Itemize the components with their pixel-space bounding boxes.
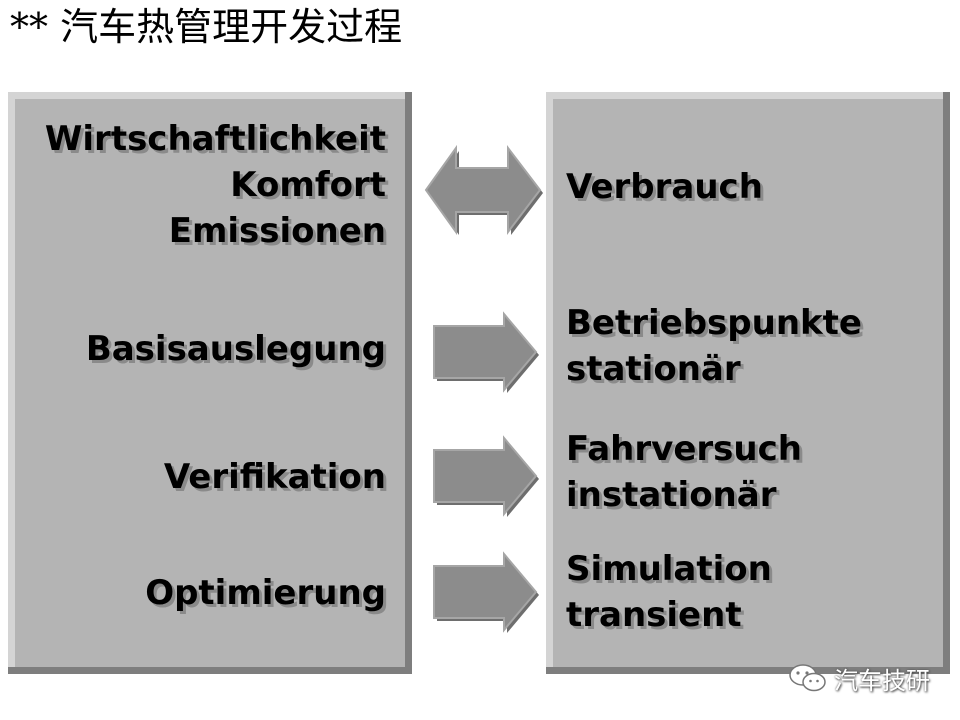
- right-arrow-icon: [433, 435, 539, 517]
- right-line: Betriebspunkte: [566, 303, 862, 343]
- watermark: 汽车技研: [788, 660, 930, 696]
- bidirectional-arrow-icon: [424, 144, 543, 236]
- right-arrow-icon: [433, 551, 539, 633]
- right-line: Verbrauch: [566, 167, 763, 207]
- left-line: Basisauslegung: [85, 329, 386, 369]
- left-group-verifikation: Verifikation: [164, 454, 386, 500]
- left-line: Wirtschaftlichkeit: [44, 119, 386, 159]
- right-group-fahrversuch: Fahrversuch instationär: [566, 426, 802, 518]
- right-line: transient: [566, 595, 742, 635]
- right-line: stationär: [566, 349, 741, 389]
- page-title: ** 汽车热管理开发过程: [10, 5, 403, 49]
- right-group-verbrauch: Verbrauch: [566, 164, 763, 210]
- watermark-text: 汽车技研: [834, 666, 930, 695]
- right-line: instationär: [566, 475, 777, 515]
- left-line: Emissionen: [168, 211, 386, 251]
- right-line: Simulation: [566, 549, 772, 589]
- left-line: Komfort: [230, 165, 386, 205]
- wechat-icon: [789, 664, 826, 692]
- left-line: Verifikation: [163, 457, 386, 497]
- left-group-basisauslegung: Basisauslegung: [86, 326, 386, 372]
- right-group-simulation: Simulation transient: [566, 546, 772, 638]
- left-panel: Wirtschaftlichkeit Komfort Emissionen Ba…: [8, 92, 412, 674]
- right-arrow-icon: [433, 311, 539, 393]
- left-line: Optimierung: [145, 573, 386, 613]
- right-group-betriebspunkte: Betriebspunkte stationär: [566, 300, 862, 392]
- right-line: Fahrversuch: [566, 429, 802, 469]
- left-group-goals: Wirtschaftlichkeit Komfort Emissionen: [45, 116, 386, 254]
- right-panel: Verbrauch Betriebspunkte stationär Fahrv…: [546, 92, 950, 674]
- left-group-optimierung: Optimierung: [145, 570, 386, 616]
